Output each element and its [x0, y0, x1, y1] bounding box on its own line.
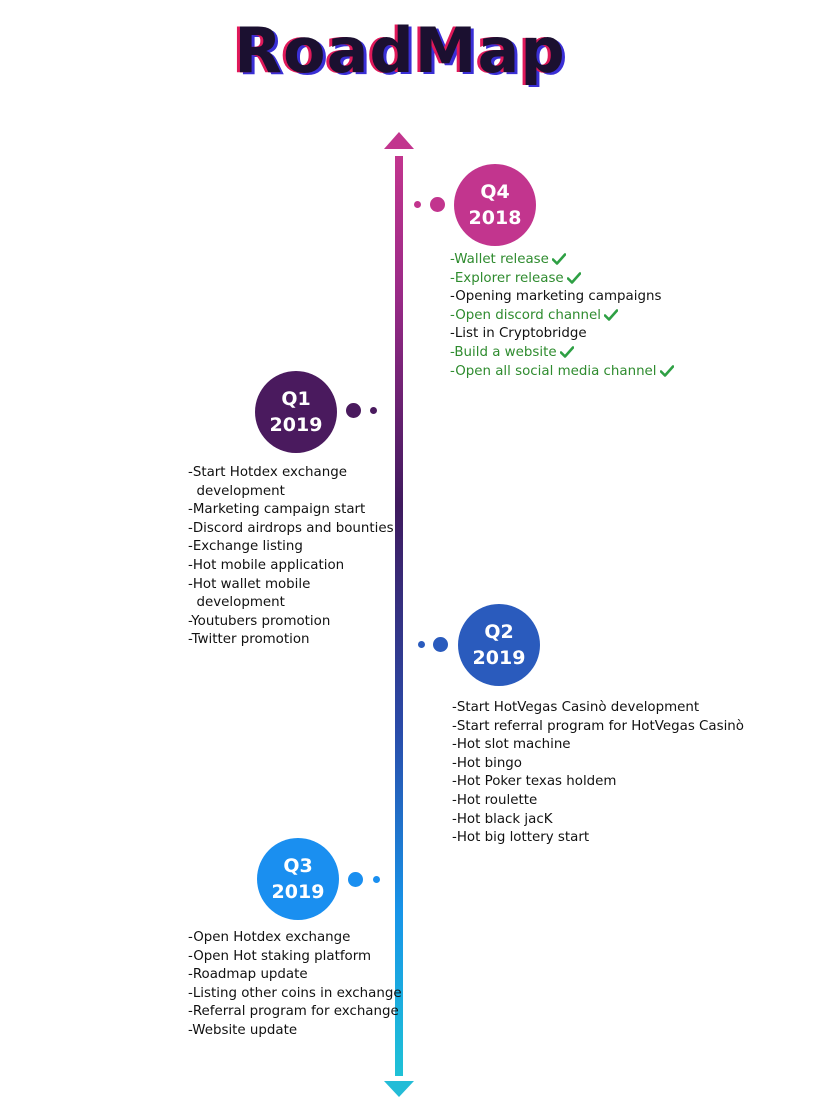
- milestone-item: development: [188, 594, 394, 613]
- milestone-item: -Open Hot staking platform: [188, 948, 402, 967]
- milestone-item: -Hot roulette: [452, 792, 744, 811]
- milestone-text: -Start Hotdex exchange: [188, 465, 347, 480]
- milestone-item: -Hot mobile application: [188, 557, 394, 576]
- milestone-text: -Hot wallet mobile: [188, 576, 311, 592]
- arrow-up-icon: [384, 132, 414, 149]
- milestone-item: -List in Cryptobridge: [450, 325, 674, 344]
- milestone-item: -Hot big lottery start: [452, 829, 744, 848]
- milestone-item: -Listing other coins in exchange: [188, 985, 402, 1004]
- milestone-text: -Exchange listing: [188, 539, 303, 555]
- milestone-item: -Discord airdrops and bounties: [188, 520, 394, 539]
- milestone-text: -Build a website: [450, 344, 557, 360]
- milestone-item: -Hot wallet mobile: [188, 576, 394, 595]
- milestone-text: -Hot black jacK: [452, 811, 553, 827]
- phase-year: 2019: [271, 881, 325, 903]
- checkmark-icon: [551, 253, 566, 265]
- milestone-text: -Youtubers promotion: [188, 613, 331, 629]
- milestone-text: development: [188, 483, 285, 499]
- milestone-text: -Opening marketing campaigns: [450, 289, 662, 305]
- milestone-text: -Open all social media channel: [450, 363, 657, 379]
- milestone-text: -Hot big lottery start: [452, 830, 590, 846]
- milestone-text: -Hot bingo: [452, 755, 523, 771]
- milestone-text: -Hot roulette: [452, 792, 538, 808]
- milestone-item: -Hot slot machine: [452, 736, 744, 755]
- milestone-item: -Hot bingo: [452, 755, 744, 774]
- milestone-item: -Website update: [188, 1022, 402, 1041]
- milestone-item: -Youtubers promotion: [188, 613, 394, 632]
- connector-dot-large: [430, 197, 445, 212]
- milestone-item: -Opening marketing campaigns: [450, 288, 674, 307]
- timeline-axis: [395, 156, 403, 1076]
- milestone-text: -Start HotVegas Casinò development: [452, 700, 700, 715]
- connector-dot-small: [370, 407, 377, 414]
- phase-list-q1-2019: -Start Hotdex exchange development -Marke…: [188, 464, 394, 650]
- milestone-item: development: [188, 483, 394, 502]
- phase-list-q3-2019: -Open Hotdex exchange -Open Hot staking p…: [188, 929, 402, 1041]
- connector-dot-large: [348, 872, 363, 887]
- connector-dot-large: [433, 637, 448, 652]
- milestone-text: -Open Hotdex exchange: [188, 930, 351, 945]
- connector-dot-small: [373, 876, 380, 883]
- phase-node-q4-2018: Q4 2018: [454, 164, 536, 246]
- phase-node-q2-2019: Q2 2019: [458, 604, 540, 686]
- connector-dot-large: [346, 403, 361, 418]
- milestone-item: -Explorer release: [450, 270, 674, 289]
- milestone-text: -Start referral program for HotVegas Cas…: [452, 718, 744, 734]
- milestone-text: -Twitter promotion: [188, 632, 310, 648]
- connector-dot-small: [418, 641, 425, 648]
- phase-node-q3-2019: Q3 2019: [257, 838, 339, 920]
- checkmark-icon: [559, 346, 574, 358]
- milestone-item: -Open all social media channel: [450, 363, 674, 382]
- milestone-text: -Hot slot machine: [452, 737, 571, 753]
- checkmark-icon: [566, 271, 581, 284]
- milestone-item: -Hot Poker texas holdem: [452, 773, 744, 792]
- milestone-text: -Open discord channel: [450, 307, 601, 323]
- connector-dot-small: [414, 201, 421, 208]
- phase-quarter: Q2: [484, 621, 514, 643]
- phase-list-q4-2018: -Wallet release -Explorer release -Opening…: [450, 251, 674, 381]
- milestone-item: -Twitter promotion: [188, 631, 394, 650]
- milestone-item: -Start HotVegas Casinò development: [452, 699, 744, 718]
- milestone-text: -Explorer release: [450, 270, 564, 286]
- checkmark-icon: [659, 364, 674, 377]
- phase-year: 2018: [468, 207, 522, 229]
- milestone-item: -Start Hotdex exchange: [188, 464, 394, 483]
- milestone-text: -Hot Poker texas holdem: [452, 774, 617, 790]
- milestone-text: development: [188, 595, 285, 611]
- milestone-text: -Marketing campaign start: [188, 502, 366, 518]
- milestone-item: -Roadmap update: [188, 966, 402, 985]
- milestone-text: -List in Cryptobridge: [450, 326, 587, 342]
- milestone-text: -Roadmap update: [188, 967, 308, 983]
- phase-quarter: Q4: [480, 181, 510, 203]
- phase-quarter: Q3: [283, 855, 313, 877]
- milestone-text: -Discord airdrops and bounties: [188, 520, 394, 536]
- milestone-text: -Hot mobile application: [188, 557, 345, 573]
- milestone-text: -Website update: [188, 1022, 298, 1038]
- phase-year: 2019: [472, 647, 526, 669]
- milestone-item: -Start referral program for HotVegas Cas…: [452, 718, 744, 737]
- milestone-item: -Open discord channel: [450, 307, 674, 326]
- phase-node-q1-2019: Q1 2019: [255, 371, 337, 453]
- milestone-item: -Marketing campaign start: [188, 501, 394, 520]
- phase-year: 2019: [269, 414, 323, 436]
- phase-list-q2-2019: -Start HotVegas Casinò development -Start…: [452, 699, 744, 848]
- phase-quarter: Q1: [281, 388, 311, 410]
- milestone-item: -Exchange listing: [188, 538, 394, 557]
- checkmark-icon: [604, 308, 618, 321]
- milestone-item: -Open Hotdex exchange: [188, 929, 402, 948]
- milestone-item: -Wallet release: [450, 251, 674, 270]
- milestone-text: -Listing other coins in exchange: [188, 985, 402, 1001]
- milestone-item: -Hot black jacK: [452, 811, 744, 830]
- milestone-text: -Referral program for exchange: [188, 1004, 399, 1020]
- milestone-item: -Build a website: [450, 344, 674, 363]
- arrow-down-icon: [384, 1081, 414, 1097]
- milestone-text: -Open Hot staking platform: [188, 948, 372, 964]
- milestone-text: -Wallet release: [450, 252, 549, 267]
- page-title: RoadMap: [234, 14, 566, 87]
- milestone-item: -Referral program for exchange: [188, 1003, 402, 1022]
